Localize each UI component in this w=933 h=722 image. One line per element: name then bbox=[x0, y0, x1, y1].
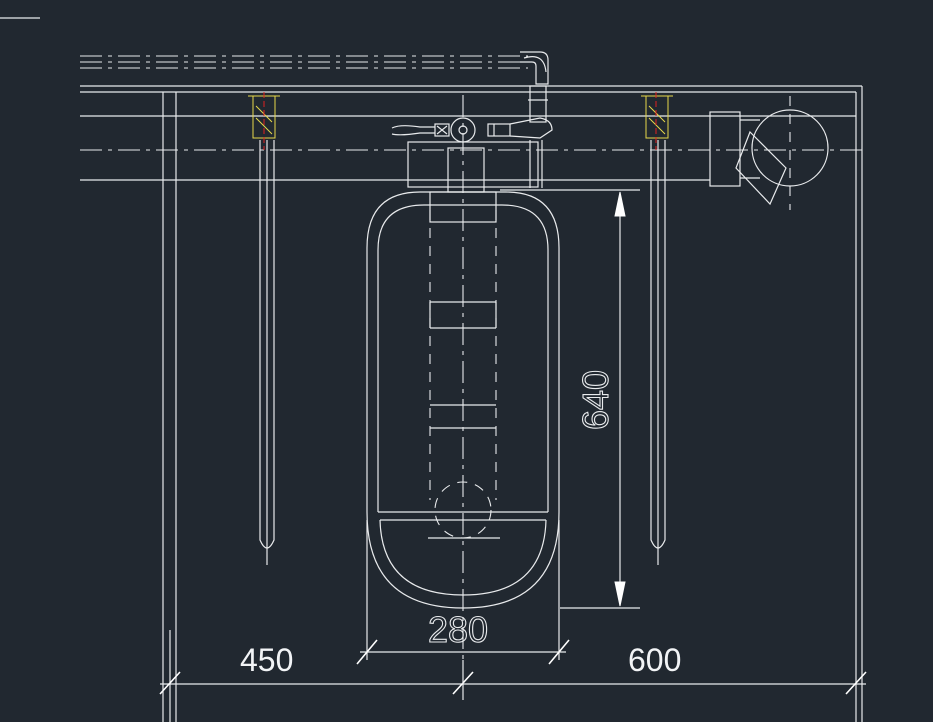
right-grab-bar bbox=[641, 92, 673, 565]
bowl-width-dimension-label: 280 bbox=[428, 609, 488, 650]
supply-pipe-hidden bbox=[80, 51, 549, 85]
urinal-bowl bbox=[366, 191, 560, 609]
wall-outline bbox=[80, 85, 863, 722]
left-span-dimension-label: 450 bbox=[240, 642, 293, 678]
height-dimension-label: 640 bbox=[575, 370, 616, 430]
flush-valve-assembly bbox=[391, 85, 553, 193]
left-grab-bar bbox=[248, 92, 280, 565]
dimension-bowl-width bbox=[356, 520, 570, 665]
dimension-overall bbox=[159, 660, 867, 700]
side-fitting bbox=[709, 96, 829, 210]
dimension-height bbox=[500, 189, 640, 609]
right-span-dimension-label: 600 bbox=[628, 642, 681, 678]
